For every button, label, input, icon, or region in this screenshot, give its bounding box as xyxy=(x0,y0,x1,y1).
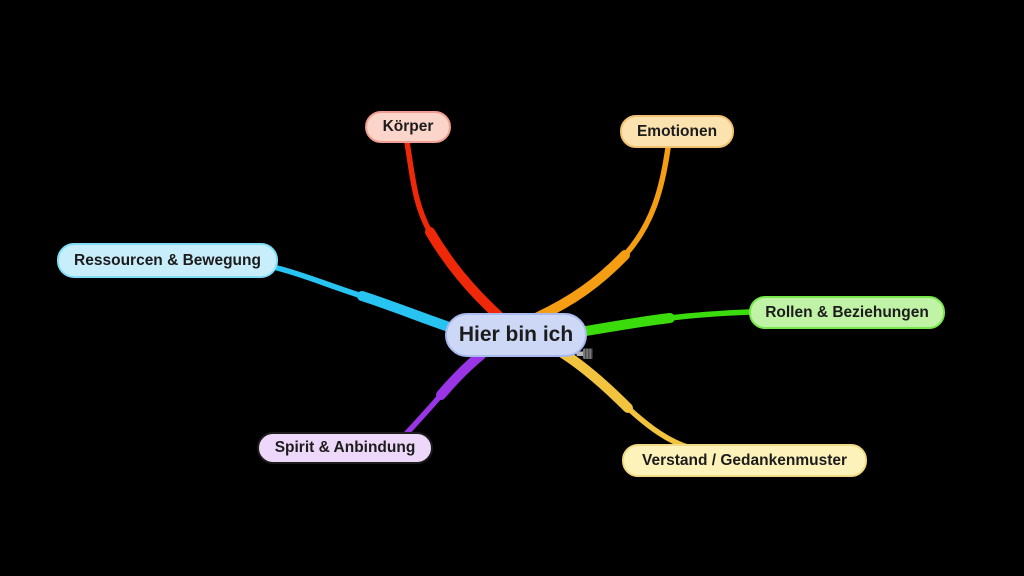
central-topic-node[interactable]: Hier bin ich xyxy=(445,313,587,357)
branch-line-ressourcen xyxy=(357,291,454,332)
topic-label-verstand-gedankenmuster: Verstand / Gedankenmuster xyxy=(641,451,848,469)
topic-label-koerper: Körper xyxy=(382,118,434,135)
branch-line-emotionen xyxy=(622,145,671,258)
topic-node-verstand-gedankenmuster[interactable]: Verstand / Gedankenmuster xyxy=(622,444,867,477)
pin-icon[interactable] xyxy=(576,348,593,360)
topic-label-ressourcen-bewegung: Ressourcen & Bewegung xyxy=(74,251,261,269)
branch-line-koerper xyxy=(425,227,507,324)
topic-node-ressourcen-bewegung[interactable]: Ressourcen & Bewegung xyxy=(57,243,278,278)
branch-line-rollen xyxy=(667,309,753,321)
topic-node-emotionen[interactable]: Emotionen xyxy=(620,115,734,148)
branch-line-spirit xyxy=(403,392,444,437)
branch-line-spirit xyxy=(436,350,486,400)
topic-label-rollen-beziehungen: Rollen & Beziehungen xyxy=(765,303,929,321)
topic-node-rollen-beziehungen[interactable]: Rollen & Beziehungen xyxy=(749,296,945,329)
topic-label-spirit-anbindung: Spirit & Anbindung xyxy=(274,439,416,456)
branch-line-ressourcen xyxy=(274,265,365,299)
topic-label-emotionen: Emotionen xyxy=(636,122,718,140)
topic-node-spirit-anbindung[interactable]: Spirit & Anbindung xyxy=(257,432,433,464)
branch-line-verstand xyxy=(625,405,693,451)
branch-line-emotionen xyxy=(533,250,630,322)
topic-node-koerper[interactable]: Körper xyxy=(365,111,451,143)
pin-icon-ridge xyxy=(585,348,587,359)
pin-icon-ridge xyxy=(588,348,590,359)
central-topic-label: Hier bin ich xyxy=(458,323,574,346)
branch-line-rollen xyxy=(581,313,675,336)
pin-icon-ridge xyxy=(591,348,593,359)
branch-line-koerper xyxy=(404,139,433,235)
pin-icon-tip xyxy=(576,351,585,356)
